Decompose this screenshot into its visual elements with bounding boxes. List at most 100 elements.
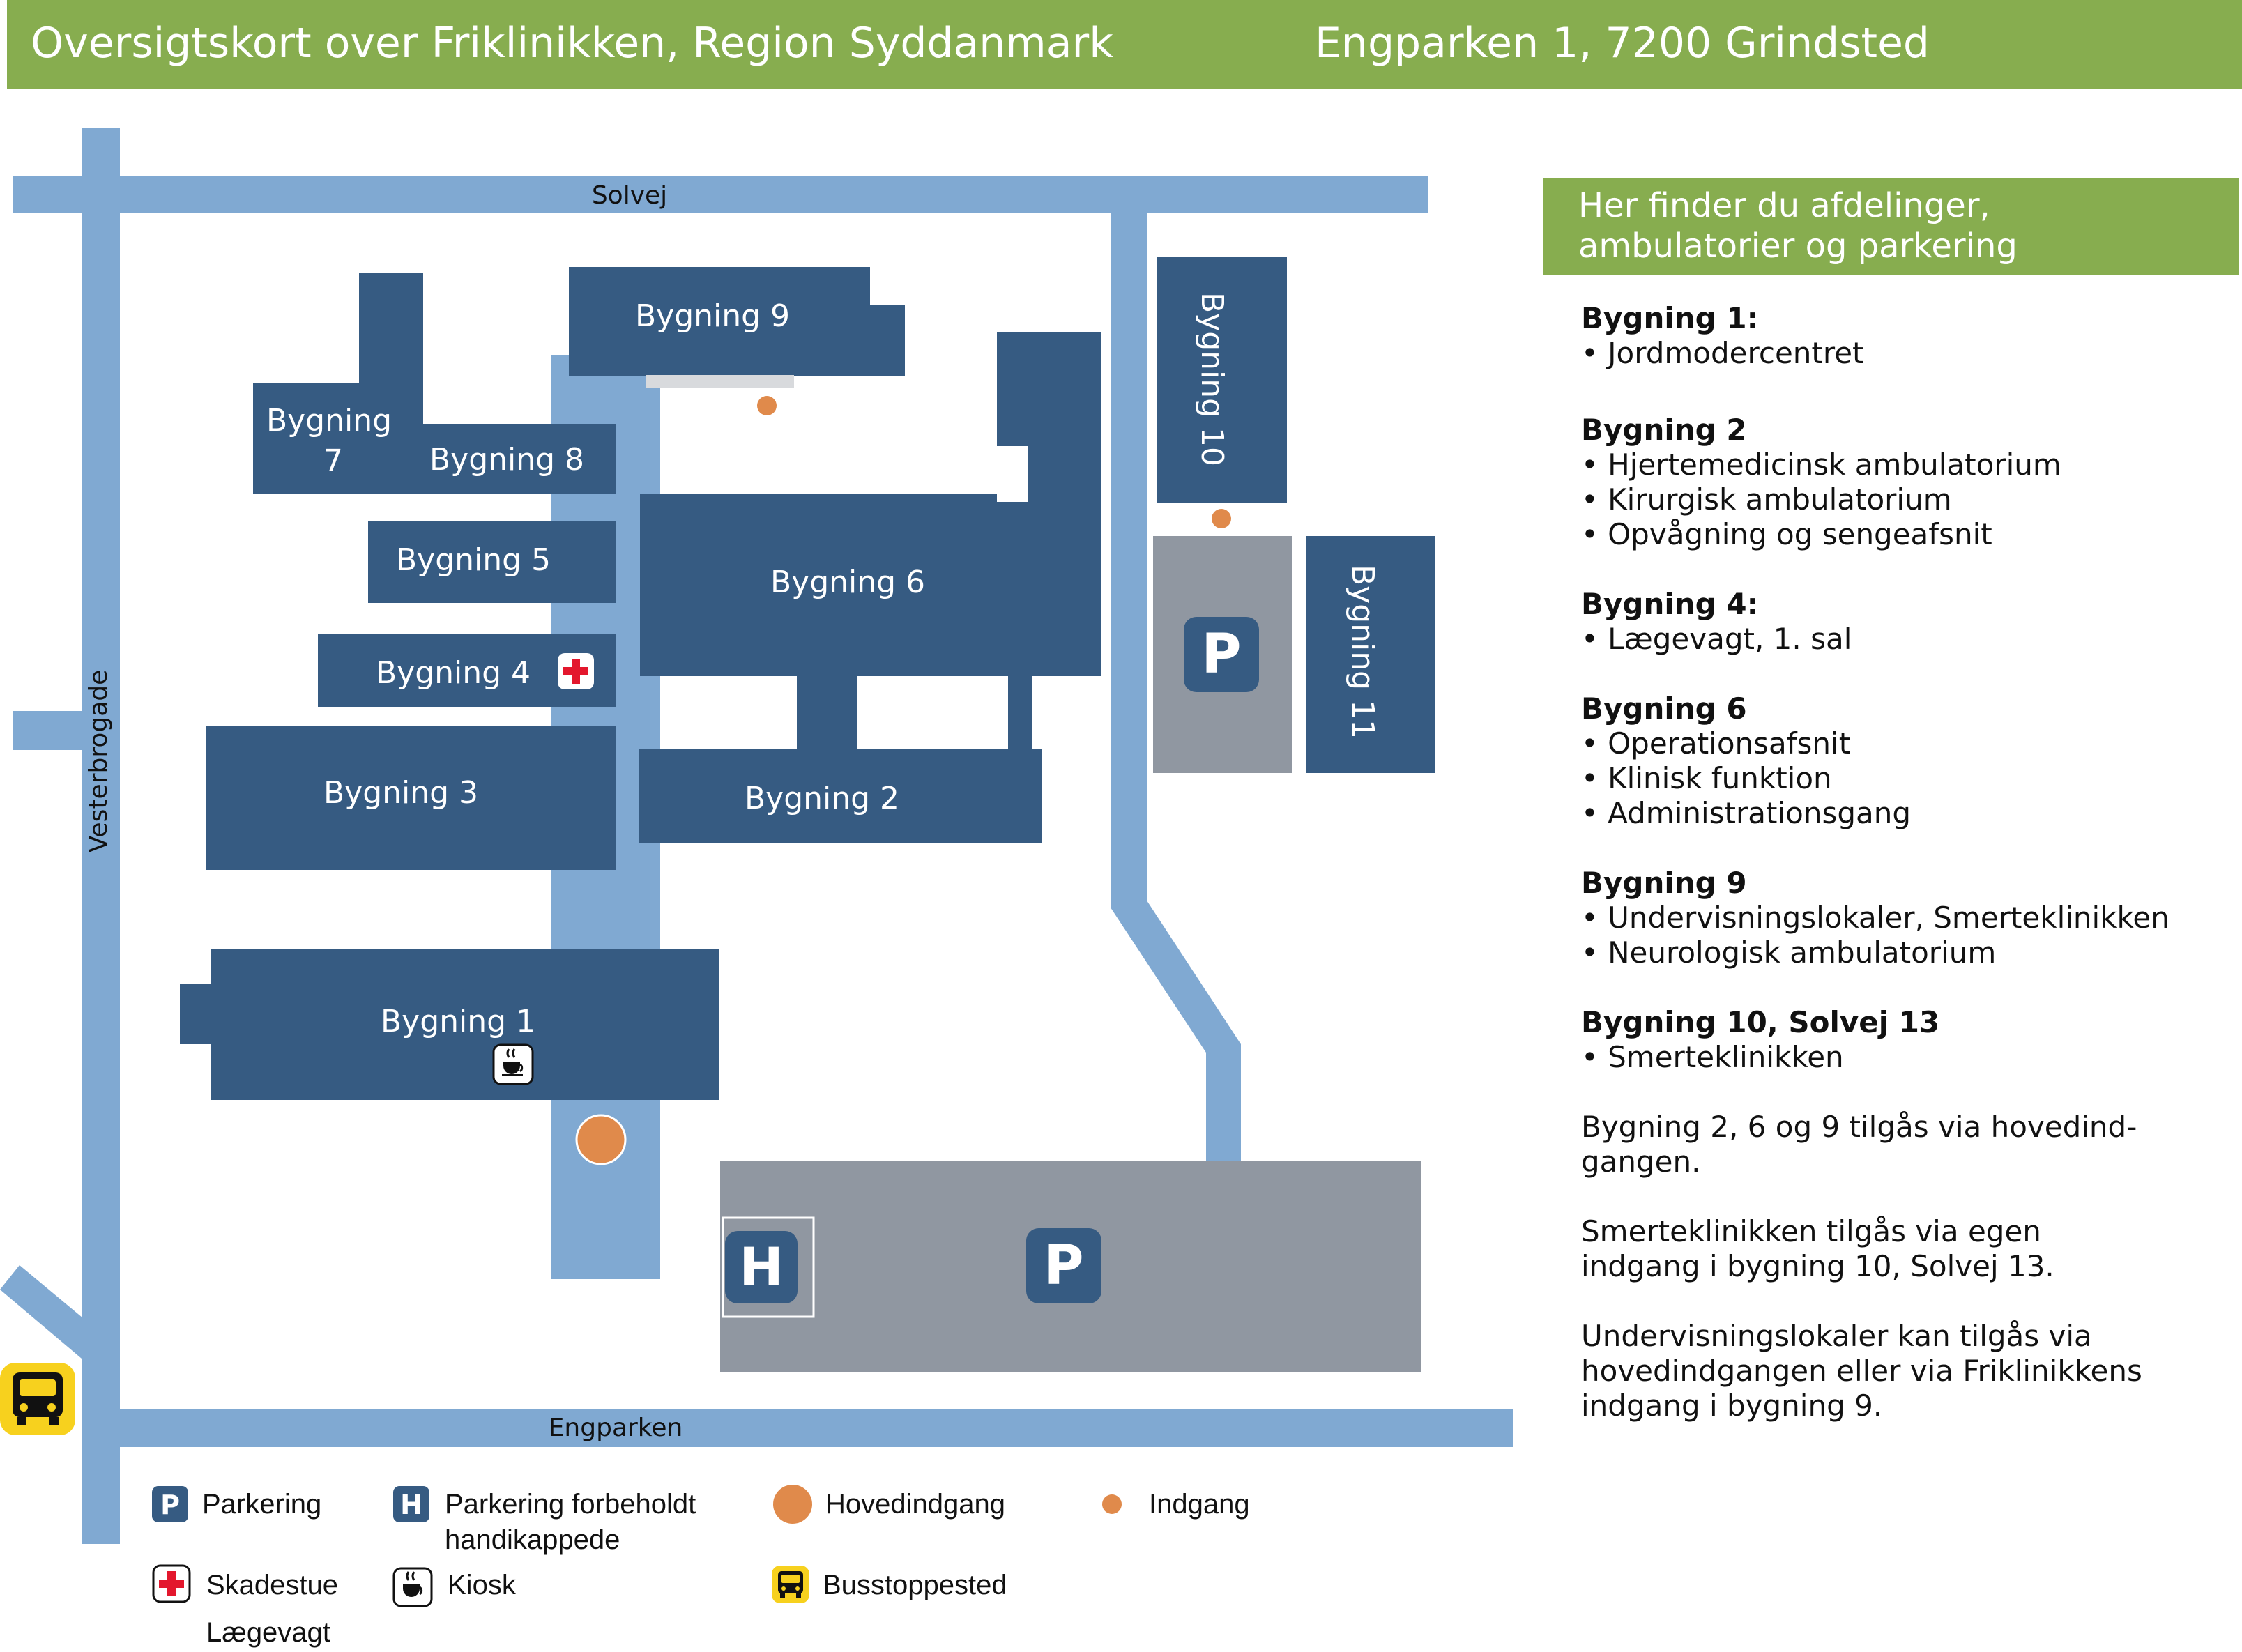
building-11 (1306, 536, 1435, 773)
road-vesterbrogade (82, 128, 120, 1544)
building-8 (422, 424, 616, 494)
building-6 (640, 494, 1101, 676)
legend-kiosk-label: Kiosk (448, 1570, 516, 1600)
legend-parking-label: Parkering (202, 1489, 322, 1520)
section-item: • Operationsafsnit (1581, 726, 1851, 760)
legend-bus-label: Busstoppested (823, 1570, 1007, 1600)
section-item: • Lægevagt, 1. sal (1581, 622, 1852, 656)
section-title-bygning-9: Bygning 9 (1581, 866, 1747, 900)
entrance-building-10 (1212, 509, 1231, 528)
road-solvej (13, 176, 1428, 213)
handicap-parking-icon: H (725, 1231, 798, 1303)
legend-entrance-icon (1102, 1494, 1122, 1514)
svg-text:P: P (1044, 1234, 1083, 1297)
section-title-bygning-6: Bygning 6 (1581, 691, 1747, 726)
note-line: Bygning 2, 6 og 9 tilgås via hovedind- (1581, 1110, 2137, 1144)
building-1 (211, 949, 719, 1100)
legend-parking-icon: P (152, 1486, 188, 1522)
legend-bus-icon (772, 1566, 809, 1603)
info-heading-line-1: Her finder du afdelinger, (1578, 186, 1990, 225)
street-label-vesterbrogade: Vesterbrogade (84, 670, 113, 853)
svg-text:H: H (400, 1490, 422, 1520)
note-line: Undervisningslokaler kan tilgås via (1581, 1319, 2092, 1353)
section-item: • Neurologisk ambulatorium (1581, 935, 1997, 970)
label-building-8: Bygning 8 (429, 442, 584, 477)
handicap-parking-outline (722, 1216, 815, 1318)
label-building-7-line2: 7 (323, 443, 343, 479)
legend-emergency-label-1: Skadestue (206, 1570, 339, 1600)
section-item: • Smerteklinikken (1581, 1040, 1844, 1074)
building-6-notch (997, 446, 1028, 502)
building-7 (253, 383, 423, 494)
section-item: • Undervisningslokaler, Smerteklinikken (1581, 901, 2169, 935)
road-vesterbrogade-spur (13, 711, 89, 750)
building-labels: Bygning 9 Bygning 7 Bygning 8 Bygning 5 … (266, 292, 1380, 1039)
section-item: • Hjertemedicinsk ambulatorium (1581, 448, 2061, 482)
legend-main-entrance-icon (773, 1485, 812, 1524)
label-building-7-line1: Bygning (266, 403, 392, 438)
section-title-bygning-2: Bygning 2 (1581, 413, 1747, 447)
info-panel-heading: Her finder du afdelinger, ambulatorier o… (1543, 178, 2239, 275)
section-item: • Klinisk funktion (1581, 761, 1832, 795)
emergency-icon (558, 653, 594, 689)
buildings (180, 257, 1435, 1100)
note-line: indgang i bygning 10, Solvej 13. (1581, 1249, 2054, 1283)
building-10 (1157, 257, 1287, 503)
svg-text:H: H (739, 1236, 784, 1298)
note-line: indgang i bygning 9. (1581, 1389, 1883, 1423)
kiosk-icon (492, 1043, 534, 1085)
legend-handicap-icon: H (393, 1486, 429, 1522)
note-line: Smerteklinikken tilgås via egen (1581, 1214, 2041, 1248)
street-label-solvej: Solvej (592, 181, 667, 210)
road-east (1111, 213, 1241, 1161)
legend-main-entrance-label: Hovedindgang (825, 1489, 1005, 1520)
legend-entrance-label: Indgang (1149, 1489, 1250, 1520)
label-building-11: Bygning 11 (1345, 565, 1380, 739)
building-6-link-west (797, 669, 857, 753)
legend-emergency-icon (152, 1564, 191, 1603)
building-9-canopy (646, 375, 794, 388)
legend-handicap-label-1: Parkering forbeholdt (445, 1489, 696, 1520)
label-building-1: Bygning 1 (381, 1004, 535, 1039)
label-building-3: Bygning 3 (323, 775, 478, 811)
legend-handicap-label-2: handikappede (445, 1524, 620, 1555)
road-engparken (120, 1409, 1513, 1447)
building-2 (639, 749, 1042, 843)
section-item: • Opvågning og sengeafsnit (1581, 517, 1992, 551)
label-building-6: Bygning 6 (770, 565, 925, 600)
label-building-10: Bygning 10 (1194, 292, 1230, 466)
building-5 (368, 521, 616, 603)
building-3 (206, 726, 616, 870)
svg-text:P: P (1201, 623, 1241, 686)
label-building-9: Bygning 9 (635, 298, 790, 334)
section-item: • Kirurgisk ambulatorium (1581, 482, 1952, 517)
note-line: gangen. (1581, 1145, 1701, 1179)
entrance-building-9 (757, 396, 777, 415)
parking-icon-north: P (1184, 617, 1259, 692)
label-building-5: Bygning 5 (396, 542, 551, 578)
address: Engparken 1, 7200 Grindsted (1315, 19, 1930, 68)
note-line: hovedindgangen eller via Friklinikkens (1581, 1354, 2142, 1388)
legend-kiosk-icon (392, 1567, 433, 1607)
svg-text:P: P (160, 1490, 180, 1520)
building-9-south (569, 335, 905, 376)
building-6-link-east (1008, 669, 1032, 753)
building-1-porch (180, 984, 213, 1044)
info-heading-line-2: ambulatorier og parkering (1578, 227, 2018, 266)
section-item: • Jordmodercentret (1581, 336, 1864, 370)
street-label-engparken: Engparken (549, 1414, 683, 1442)
section-title-bygning-1: Bygning 1: (1581, 301, 1759, 335)
parking-icon-south: P (1026, 1228, 1101, 1303)
main-entrance (575, 1114, 627, 1165)
label-building-2: Bygning 2 (745, 781, 899, 816)
section-title-bygning-10: Bygning 10, Solvej 13 (1581, 1005, 1940, 1039)
bus-stop-icon (0, 1363, 75, 1435)
label-building-4: Bygning 4 (376, 655, 531, 691)
map-title: Oversigtskort over Friklinikken, Region … (31, 19, 1113, 68)
legend-emergency-label-2: Lægevagt (206, 1617, 330, 1648)
road-bus-diagonal (0, 1265, 91, 1366)
section-item: • Administrationsgang (1581, 796, 1912, 830)
header-bar: Oversigtskort over Friklinikken, Region … (7, 0, 2242, 89)
building-7-tower (359, 273, 423, 385)
